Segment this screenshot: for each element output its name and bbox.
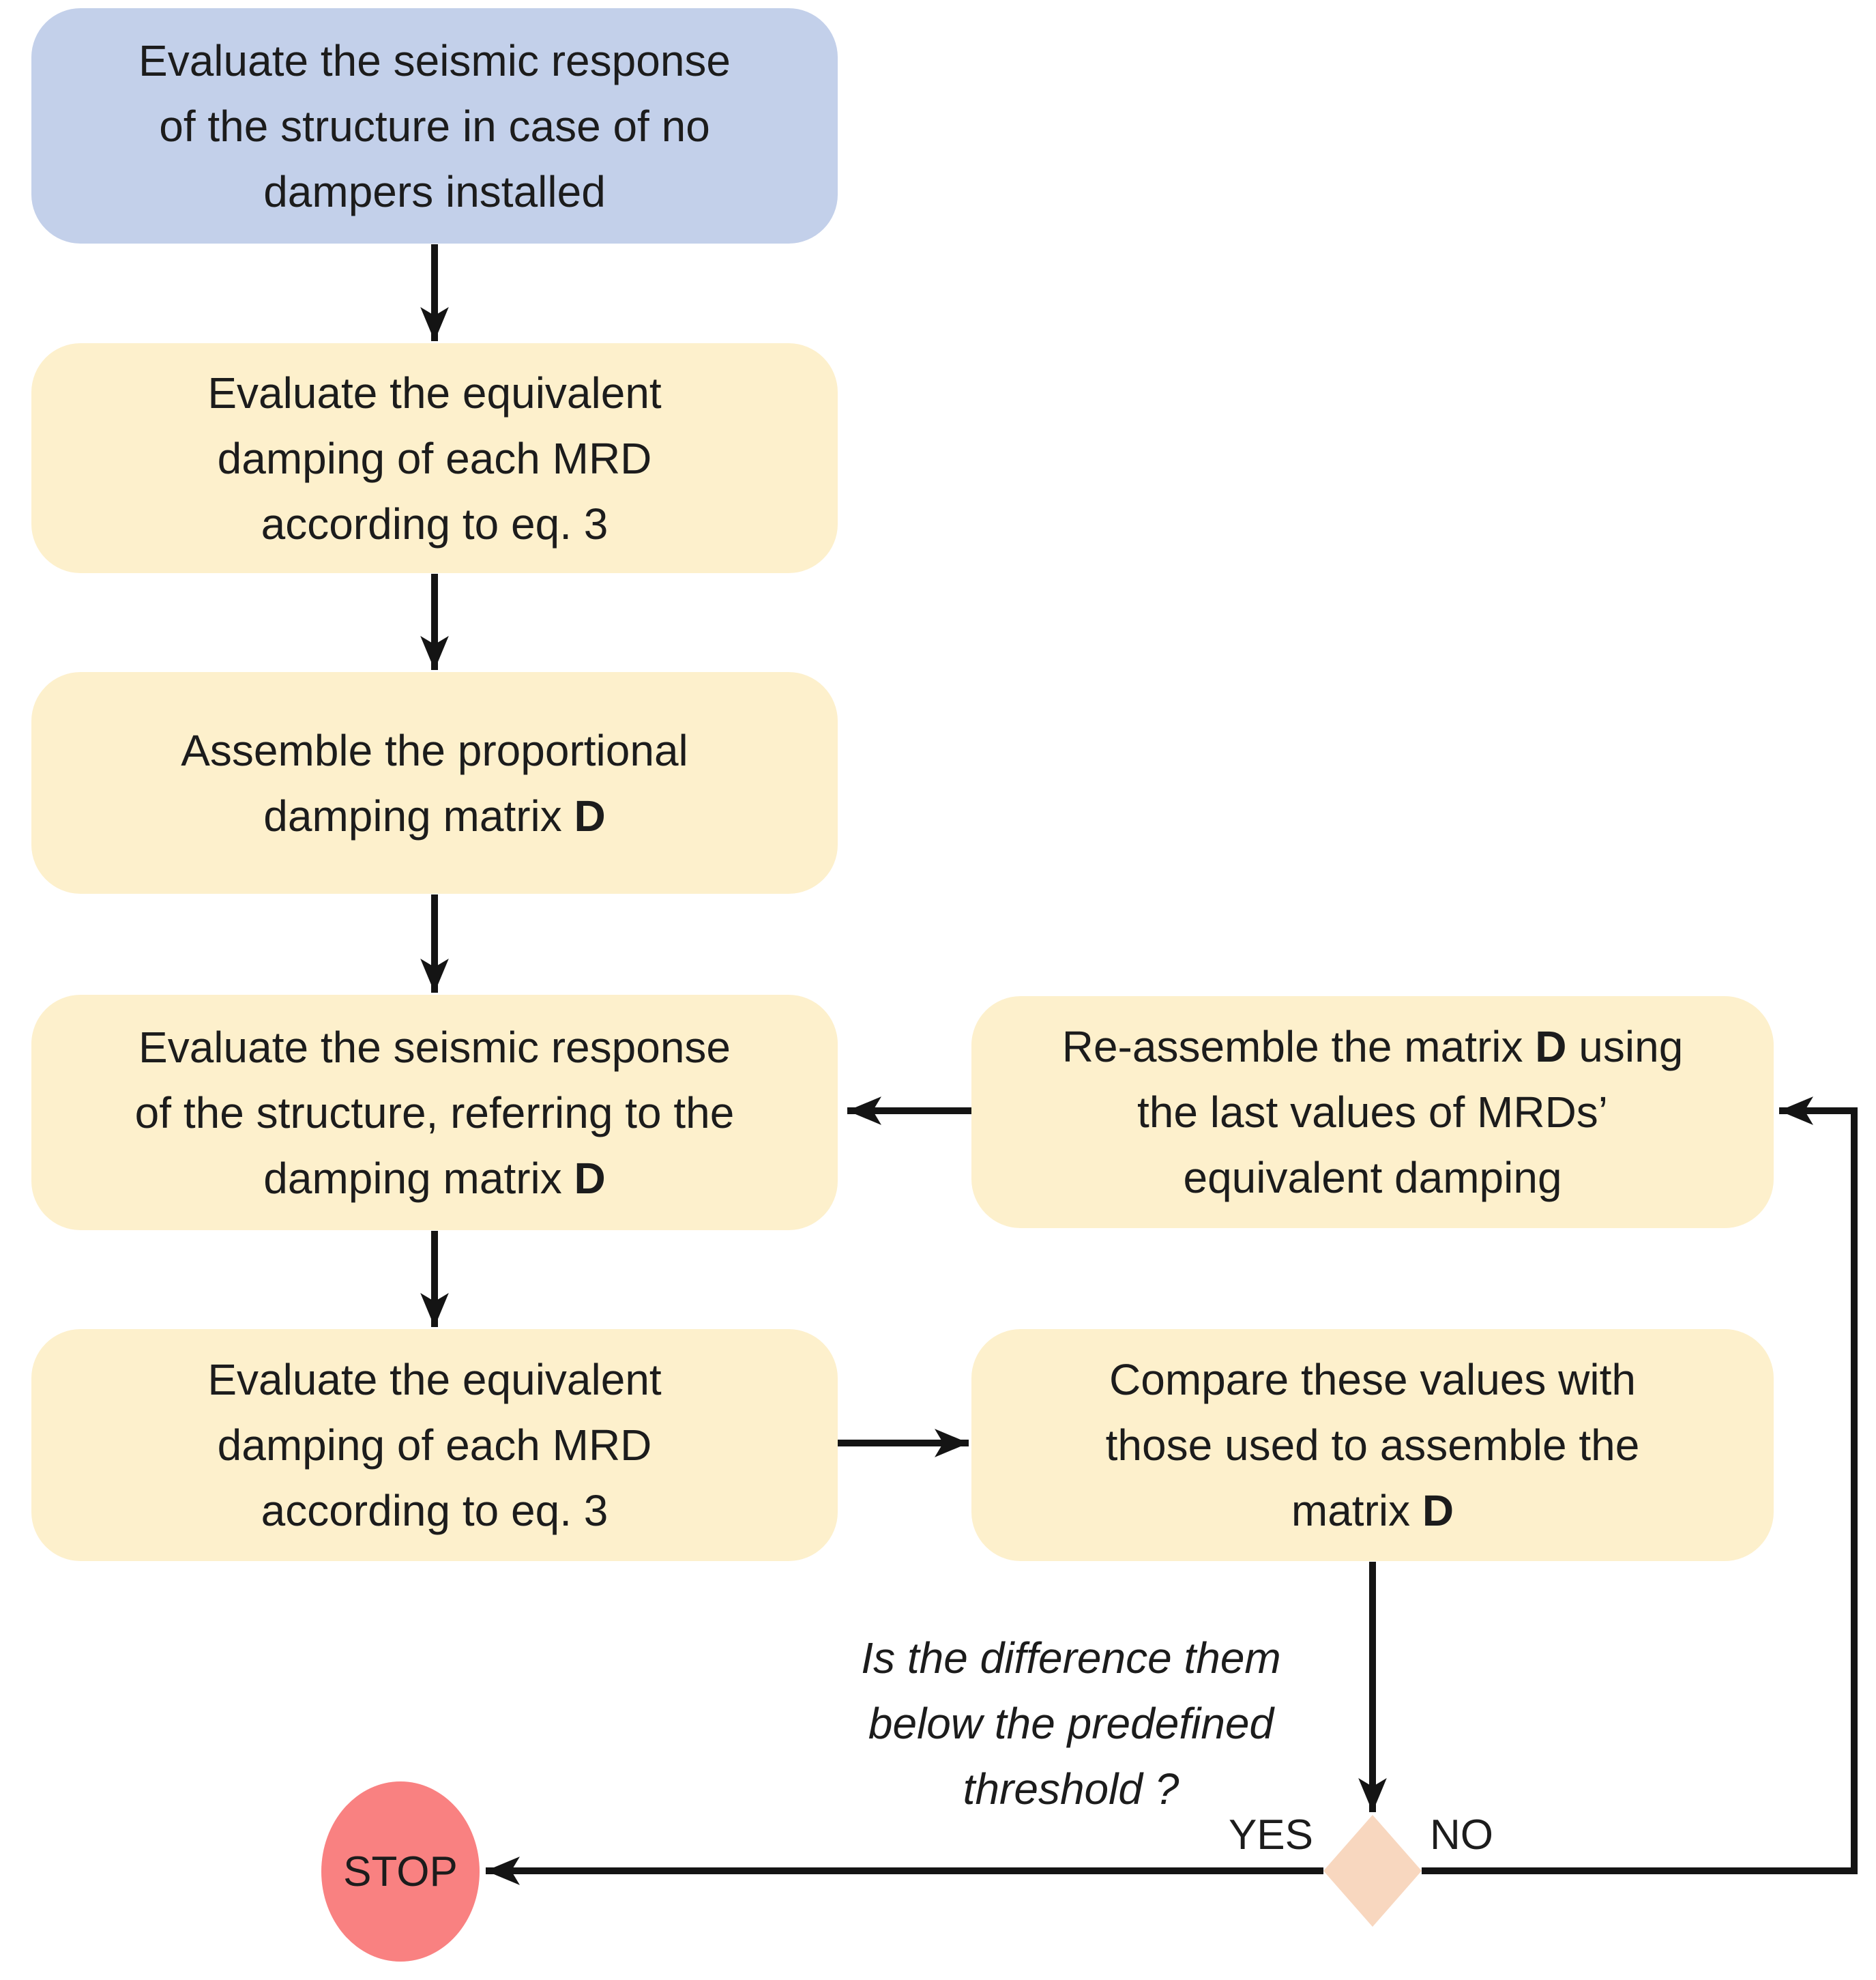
text-line: the last values of MRDs’: [1137, 1088, 1609, 1137]
node-reassemble-matrix: Re-assemble the matrix D using the last …: [971, 996, 1774, 1228]
text-line: Compare these values with: [1109, 1355, 1636, 1404]
no-label: NO: [1430, 1811, 1493, 1859]
text-line: Assemble the proportional: [181, 725, 688, 775]
arrow-decision-no-loop: [1422, 1096, 1858, 1874]
text-segment-bold: D: [574, 791, 606, 841]
text-line: according to eq. 3: [261, 1486, 609, 1535]
stop-label: STOP: [343, 1848, 458, 1895]
node-compare-values: Compare these values with those used to …: [971, 1329, 1774, 1561]
text-segment: Re-assemble the matrix: [1061, 1022, 1536, 1071]
text-line: equivalent damping: [1183, 1153, 1562, 1202]
text-line: Re-assemble the matrix D using: [1062, 1014, 1684, 1079]
text-line: Evaluate the equivalent: [207, 1355, 662, 1404]
question-line: threshold ?: [963, 1764, 1179, 1814]
text-segment: damping matrix: [263, 1153, 574, 1203]
text-line: damping matrix D: [263, 1146, 606, 1211]
node-evaluate-damping-first: Evaluate the equivalent damping of each …: [31, 343, 838, 573]
decision-question: Is the difference them below the predefi…: [778, 1625, 1364, 1822]
text-segment-bold: D: [1422, 1486, 1454, 1535]
text-line: those used to assemble the: [1105, 1421, 1640, 1470]
decision-diamond: [1323, 1815, 1422, 1927]
text-line: dampers installed: [263, 166, 606, 216]
text-line: of the structure in case of no: [159, 101, 710, 151]
text-line: of the structure, referring to the: [134, 1088, 735, 1137]
text-line: Evaluate the seismic response: [138, 1022, 731, 1072]
text-line: according to eq. 3: [261, 499, 609, 549]
node-start: Evaluate the seismic response of the str…: [31, 8, 838, 244]
node-stop: STOP: [321, 1781, 480, 1962]
text-segment-bold: D: [574, 1153, 606, 1203]
text-segment: matrix: [1291, 1486, 1422, 1535]
node-evaluate-response-with-d: Evaluate the seismic response of the str…: [31, 995, 838, 1230]
text-line: Evaluate the seismic response: [138, 35, 731, 85]
node-assemble-matrix: Assemble the proportional damping matrix…: [31, 672, 838, 894]
text-line: damping of each MRD: [217, 1421, 652, 1470]
text-line: damping matrix D: [263, 783, 606, 849]
text-segment: using: [1566, 1022, 1684, 1071]
node-evaluate-damping-second: Evaluate the equivalent damping of each …: [31, 1329, 838, 1561]
yes-label: YES: [1228, 1811, 1313, 1859]
text-segment-bold: D: [1535, 1022, 1567, 1071]
text-line: Evaluate the equivalent: [207, 368, 662, 418]
text-segment: damping matrix: [263, 791, 574, 841]
question-line: Is the difference them: [861, 1633, 1281, 1683]
text-line: damping of each MRD: [217, 433, 652, 483]
text-line: matrix D: [1291, 1478, 1454, 1543]
question-line: below the predefined: [868, 1699, 1274, 1748]
